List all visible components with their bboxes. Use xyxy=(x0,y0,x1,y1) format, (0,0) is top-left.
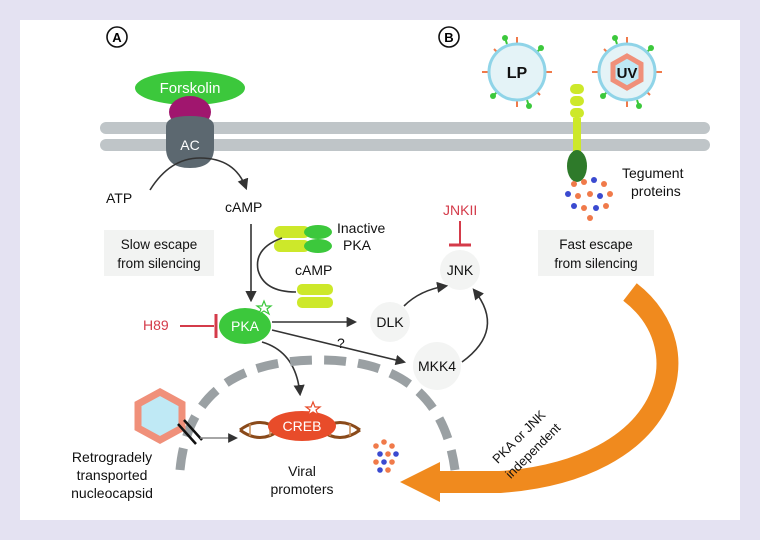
figure-frame: A B Forskolin AC ATP cAMP Inactive PKA c… xyxy=(20,20,740,520)
svg-text:B: B xyxy=(444,30,453,45)
fusion-glycoprotein xyxy=(567,84,587,182)
jnkii-label: JNKII xyxy=(443,202,477,218)
svg-text:AC: AC xyxy=(180,137,199,153)
active-pka: PKA xyxy=(219,308,271,344)
adenylyl-cyclase: AC xyxy=(166,116,214,168)
regulatory-subunits xyxy=(297,284,333,308)
dlk-to-jnk-arrow xyxy=(403,281,449,307)
svg-text:Fast escape: Fast escape xyxy=(559,237,633,252)
svg-text:Slow escape: Slow escape xyxy=(121,237,198,252)
svg-text:CREB: CREB xyxy=(283,418,322,434)
retro-label-2: transported xyxy=(77,467,148,483)
svg-text:Forskolin: Forskolin xyxy=(160,80,221,97)
pka-activation-curve xyxy=(256,237,297,293)
mkk4-to-jnk-arrow xyxy=(461,288,489,363)
inactive-pka-label: Inactive xyxy=(337,220,385,236)
question-mark: ? xyxy=(337,335,345,351)
fast-escape-box: Fast escape from silencing xyxy=(538,230,654,276)
camp-label-top: cAMP xyxy=(225,199,262,215)
panel-b-label: B xyxy=(438,26,460,48)
creb-active-star-icon xyxy=(304,400,322,417)
lp-virus: LP xyxy=(482,35,552,109)
jnk: JNK xyxy=(440,250,480,290)
forskolin: Forskolin xyxy=(135,71,245,105)
h89-label: H89 xyxy=(143,317,169,333)
svg-text:A: A xyxy=(112,30,122,45)
panel-a-label: A xyxy=(106,26,128,48)
pka-active-star-icon xyxy=(255,299,273,316)
independent-pathway-arrow xyxy=(400,283,679,502)
slow-escape-box: Slow escape from silencing xyxy=(104,230,214,276)
atp-to-camp-arrow xyxy=(149,157,249,191)
capsid-docking-line-2 xyxy=(183,419,203,441)
inactive-pka-complex xyxy=(274,225,332,253)
svg-text:from silencing: from silencing xyxy=(554,256,637,271)
viral-promoters-label: Viral xyxy=(288,463,316,479)
uv-virus: UV xyxy=(592,35,662,109)
pka-to-mkk4-arrow xyxy=(271,329,407,366)
creb: CREB xyxy=(268,411,336,441)
svg-text:from silencing: from silencing xyxy=(117,256,200,271)
mkk4: MKK4 xyxy=(413,342,461,390)
pka-to-creb-arrow xyxy=(261,341,305,397)
atp-label: ATP xyxy=(106,190,132,206)
signaling-diagram: A B Forskolin AC ATP cAMP Inactive PKA c… xyxy=(71,26,710,502)
dlk: DLK xyxy=(370,302,410,342)
nucleocapsid xyxy=(134,388,186,444)
cell-membrane xyxy=(100,122,710,151)
tegument-label-1: Tegument xyxy=(622,165,684,181)
capsid-docking-line-1 xyxy=(177,423,197,445)
inactive-pka-label-2: PKA xyxy=(343,237,372,253)
retro-label-1: Retrogradely xyxy=(72,449,152,465)
svg-text:MKK4: MKK4 xyxy=(418,358,456,374)
tegument-dots-nuclear xyxy=(373,439,399,473)
svg-text:JNK: JNK xyxy=(447,262,474,278)
svg-text:UV: UV xyxy=(617,65,638,82)
retro-label-3: nucleocapsid xyxy=(71,485,153,501)
tegument-label-2: proteins xyxy=(631,183,681,199)
svg-text:DLK: DLK xyxy=(376,314,404,330)
svg-text:PKA: PKA xyxy=(231,318,260,334)
svg-text:LP: LP xyxy=(507,65,528,82)
viral-promoters-label-2: promoters xyxy=(270,481,333,497)
camp-label-bottom: cAMP xyxy=(295,262,332,278)
tegument-dots xyxy=(565,177,613,221)
